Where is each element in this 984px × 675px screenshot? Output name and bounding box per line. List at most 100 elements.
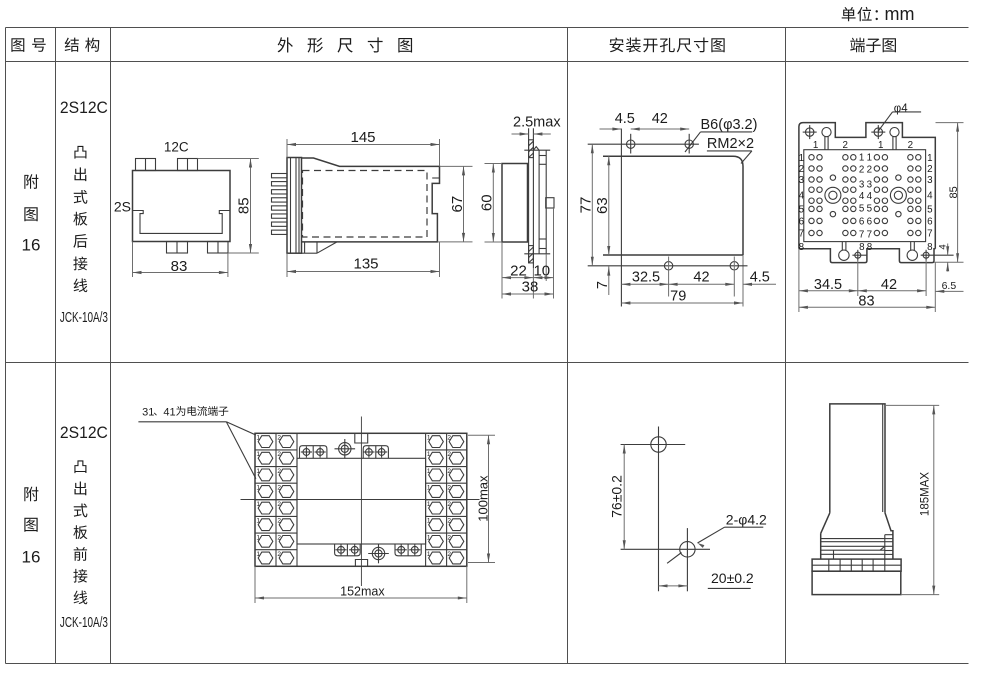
svg-text:85: 85 (235, 197, 252, 214)
svg-text:3: 3 (859, 180, 865, 191)
svg-text:85: 85 (948, 186, 960, 198)
svg-text:1: 1 (256, 435, 260, 442)
svg-text:63: 63 (594, 197, 611, 214)
svg-text:1: 1 (799, 153, 804, 164)
svg-text:1: 1 (427, 551, 431, 558)
svg-text:2: 2 (447, 451, 451, 458)
svg-text:3: 3 (799, 175, 805, 186)
svg-text:1: 1 (256, 451, 260, 458)
svg-text:2: 2 (277, 468, 281, 475)
svg-text:2: 2 (447, 501, 451, 508)
svg-text:42: 42 (881, 277, 897, 293)
svg-text:2: 2 (447, 518, 451, 525)
svg-text:6: 6 (927, 217, 933, 228)
svg-text:2: 2 (277, 534, 281, 541)
svg-text:8: 8 (867, 242, 873, 253)
svg-text:1: 1 (878, 140, 883, 151)
svg-text:41: 41 (163, 406, 175, 418)
svg-text:1: 1 (256, 518, 260, 525)
svg-text:2: 2 (799, 164, 804, 175)
svg-text:5: 5 (799, 205, 805, 216)
svg-text:2: 2 (277, 435, 281, 442)
svg-text:6.5: 6.5 (942, 280, 957, 292)
svg-text:6: 6 (867, 217, 873, 228)
svg-text:1: 1 (256, 501, 260, 508)
svg-text:2: 2 (447, 435, 451, 442)
svg-text:mm: mm (885, 4, 915, 24)
svg-text:1: 1 (859, 153, 864, 164)
svg-text:1: 1 (867, 153, 872, 164)
svg-text:83: 83 (858, 293, 874, 309)
svg-text:2: 2 (447, 534, 451, 541)
svg-text:7: 7 (867, 229, 872, 240)
svg-text:79: 79 (670, 288, 686, 304)
svg-text:2: 2 (927, 164, 932, 175)
svg-text:7: 7 (927, 229, 932, 240)
svg-text:1: 1 (427, 534, 431, 541)
svg-text:6: 6 (799, 217, 805, 228)
svg-text:1: 1 (927, 153, 932, 164)
svg-text:34.5: 34.5 (814, 277, 842, 293)
svg-text:1: 1 (427, 501, 431, 508)
svg-text:3: 3 (867, 180, 873, 191)
svg-text:4: 4 (927, 191, 933, 202)
svg-text:2: 2 (908, 140, 913, 151)
svg-text:RM2×2: RM2×2 (707, 136, 754, 152)
svg-text:4.5: 4.5 (615, 111, 635, 127)
svg-text:76±0.2: 76±0.2 (609, 475, 625, 518)
svg-text:2S12C: 2S12C (60, 424, 108, 442)
svg-text:1: 1 (427, 518, 431, 525)
svg-text:1: 1 (427, 468, 431, 475)
svg-text:2S12C: 2S12C (60, 99, 108, 117)
svg-text:2.5max: 2.5max (513, 114, 561, 130)
svg-text:1: 1 (427, 451, 431, 458)
svg-text:1: 1 (256, 468, 260, 475)
svg-text:4: 4 (799, 191, 805, 202)
svg-text:2: 2 (447, 468, 451, 475)
svg-text:16: 16 (22, 236, 41, 255)
svg-text:φ4: φ4 (894, 103, 908, 115)
svg-text:1: 1 (256, 484, 260, 491)
svg-text:8: 8 (799, 242, 805, 253)
svg-text:7: 7 (595, 281, 611, 289)
svg-text:145: 145 (350, 129, 375, 146)
svg-text:JCK-10A/3: JCK-10A/3 (60, 614, 108, 631)
svg-text:4: 4 (938, 244, 949, 249)
svg-text:2: 2 (277, 484, 281, 491)
svg-text:2: 2 (842, 140, 847, 151)
svg-text:20±0.2: 20±0.2 (711, 570, 754, 586)
svg-text:3: 3 (927, 175, 933, 186)
svg-text:4: 4 (867, 191, 873, 202)
svg-text:1: 1 (813, 140, 818, 151)
svg-text:8: 8 (859, 242, 865, 253)
svg-text:2: 2 (859, 165, 864, 176)
svg-text:1: 1 (427, 484, 431, 491)
svg-text:2: 2 (277, 451, 281, 458)
svg-text:1: 1 (256, 534, 260, 541)
svg-text:38: 38 (522, 279, 539, 296)
svg-text:2: 2 (277, 551, 281, 558)
svg-text:22: 22 (510, 262, 527, 279)
svg-text:42: 42 (652, 111, 668, 127)
svg-text:32.5: 32.5 (632, 269, 660, 285)
svg-text:16: 16 (22, 548, 41, 567)
svg-text:8: 8 (927, 242, 933, 253)
svg-text:42: 42 (693, 269, 709, 285)
svg-text:83: 83 (171, 258, 188, 275)
svg-text:4.5: 4.5 (750, 269, 770, 285)
svg-text:5: 5 (859, 203, 865, 214)
svg-text:67: 67 (449, 196, 466, 213)
svg-text:7: 7 (859, 229, 864, 240)
svg-text:4: 4 (859, 191, 865, 202)
svg-text:2: 2 (277, 518, 281, 525)
svg-text:31: 31 (142, 406, 154, 418)
svg-text:60: 60 (478, 194, 495, 211)
svg-text:2: 2 (867, 165, 872, 176)
svg-text:77: 77 (578, 197, 595, 214)
svg-text:2: 2 (447, 484, 451, 491)
svg-text:152max: 152max (340, 585, 385, 599)
svg-text:135: 135 (353, 255, 378, 272)
svg-text:1: 1 (427, 435, 431, 442)
svg-text:100max: 100max (475, 475, 490, 522)
svg-text:5: 5 (867, 203, 873, 214)
